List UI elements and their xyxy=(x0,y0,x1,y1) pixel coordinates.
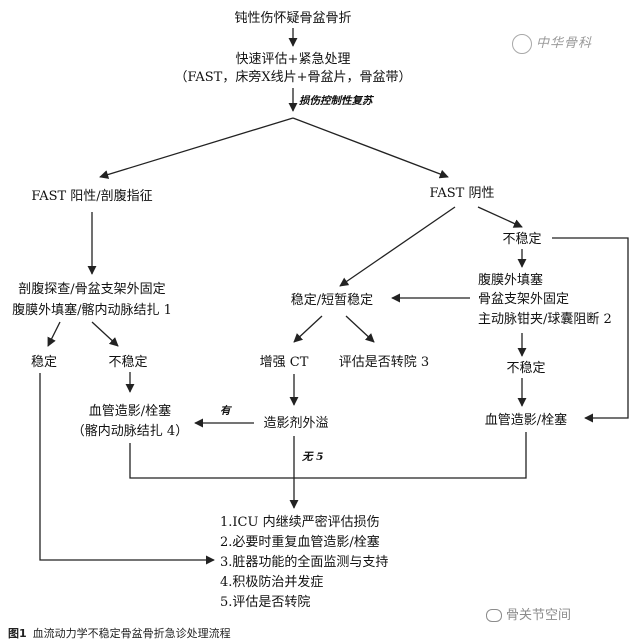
node-laparotomy-line1: 剖腹探查/骨盆支架外固定 xyxy=(18,281,165,297)
node-packing-line1: 腹膜外填塞 xyxy=(478,272,543,288)
arrow-stable-transfer xyxy=(345,315,375,343)
arrow-stable-left-final xyxy=(39,373,215,565)
node-assess-line1: 快速评估+紧急处理 xyxy=(236,52,351,67)
arrow-unstable-right-loop xyxy=(552,237,629,423)
watermark-top-text: 中华骨科 xyxy=(536,36,593,51)
node-angio-left-line1: 血管造影/栓塞 xyxy=(89,403,171,419)
node-unstable-left: 不稳定 xyxy=(108,354,147,370)
arrow-lap-unstable xyxy=(91,321,119,347)
node-angio-left-line2: （髂内动脉结扎 4） xyxy=(72,423,188,439)
watermark-bottom-text: 骨关节空间 xyxy=(506,608,572,623)
seal-icon xyxy=(512,33,532,54)
arrow-to-fast-neg xyxy=(292,117,449,179)
final-item: 4.积极防治并发症 xyxy=(220,574,323,590)
figure-number: 图1 xyxy=(8,627,27,640)
node-stable-left: 稳定 xyxy=(31,354,57,370)
arrow-lap-stable xyxy=(47,321,61,347)
final-item: 3.脏器功能的全面监测与支持 xyxy=(220,554,388,570)
final-item: 2.必要时重复血管造影/栓塞 xyxy=(220,534,380,550)
node-assess-line2: （FAST，床旁X线片+骨盆片，骨盆带） xyxy=(174,69,411,85)
node-transfer-3: 评估是否转院 3 xyxy=(339,355,429,370)
node-extravasation: 造影剂外溢 xyxy=(263,416,328,431)
arrow-to-fast-pos xyxy=(99,117,294,179)
node-unstable-right: 不稳定 xyxy=(502,231,541,247)
node-packing-line2: 骨盆支架外固定 xyxy=(478,292,569,307)
label-yes: 有 xyxy=(220,404,232,417)
node-laparotomy-line2: 腹膜外填塞/髂内动脉结扎 1 xyxy=(12,302,172,318)
figure-caption: 图1 血流动力学不稳定骨盆骨折急诊处理流程 xyxy=(8,625,231,641)
node-stable-short: 稳定/短暂稳定 xyxy=(291,292,373,308)
node-start: 钝性伤怀疑骨盆骨折 xyxy=(234,10,351,26)
arrow-stable-ct xyxy=(293,315,323,343)
watermark-top: 中华骨科 xyxy=(512,32,592,54)
watermark-bottom: 骨关节空间 xyxy=(486,604,571,623)
final-item: 1.ICU 内继续严密评估损伤 xyxy=(220,514,380,530)
figure-caption-text: 血流动力学不稳定骨盆骨折急诊处理流程 xyxy=(32,627,231,640)
node-unstable-right-2: 不稳定 xyxy=(506,360,545,376)
node-angio-right: 血管造影/栓塞 xyxy=(485,412,567,428)
arrow-fastneg-unstable xyxy=(477,206,523,228)
node-contrast-ct: 增强 CT xyxy=(260,355,309,370)
node-fast-positive: FAST 阳性/剖腹指征 xyxy=(31,188,152,204)
merge-line-bottom xyxy=(129,432,527,479)
wechat-icon xyxy=(486,609,502,622)
arrow-fastneg-stable xyxy=(339,206,456,287)
node-fast-negative: FAST 阴性 xyxy=(430,186,495,201)
label-no: 无 5 xyxy=(301,451,323,463)
final-item: 5.评估是否转院 xyxy=(220,595,310,610)
node-packing-line3: 主动脉钳夹/球囊阻断 2 xyxy=(478,311,612,327)
label-damage-control: 损伤控制性复苏 xyxy=(299,94,375,107)
